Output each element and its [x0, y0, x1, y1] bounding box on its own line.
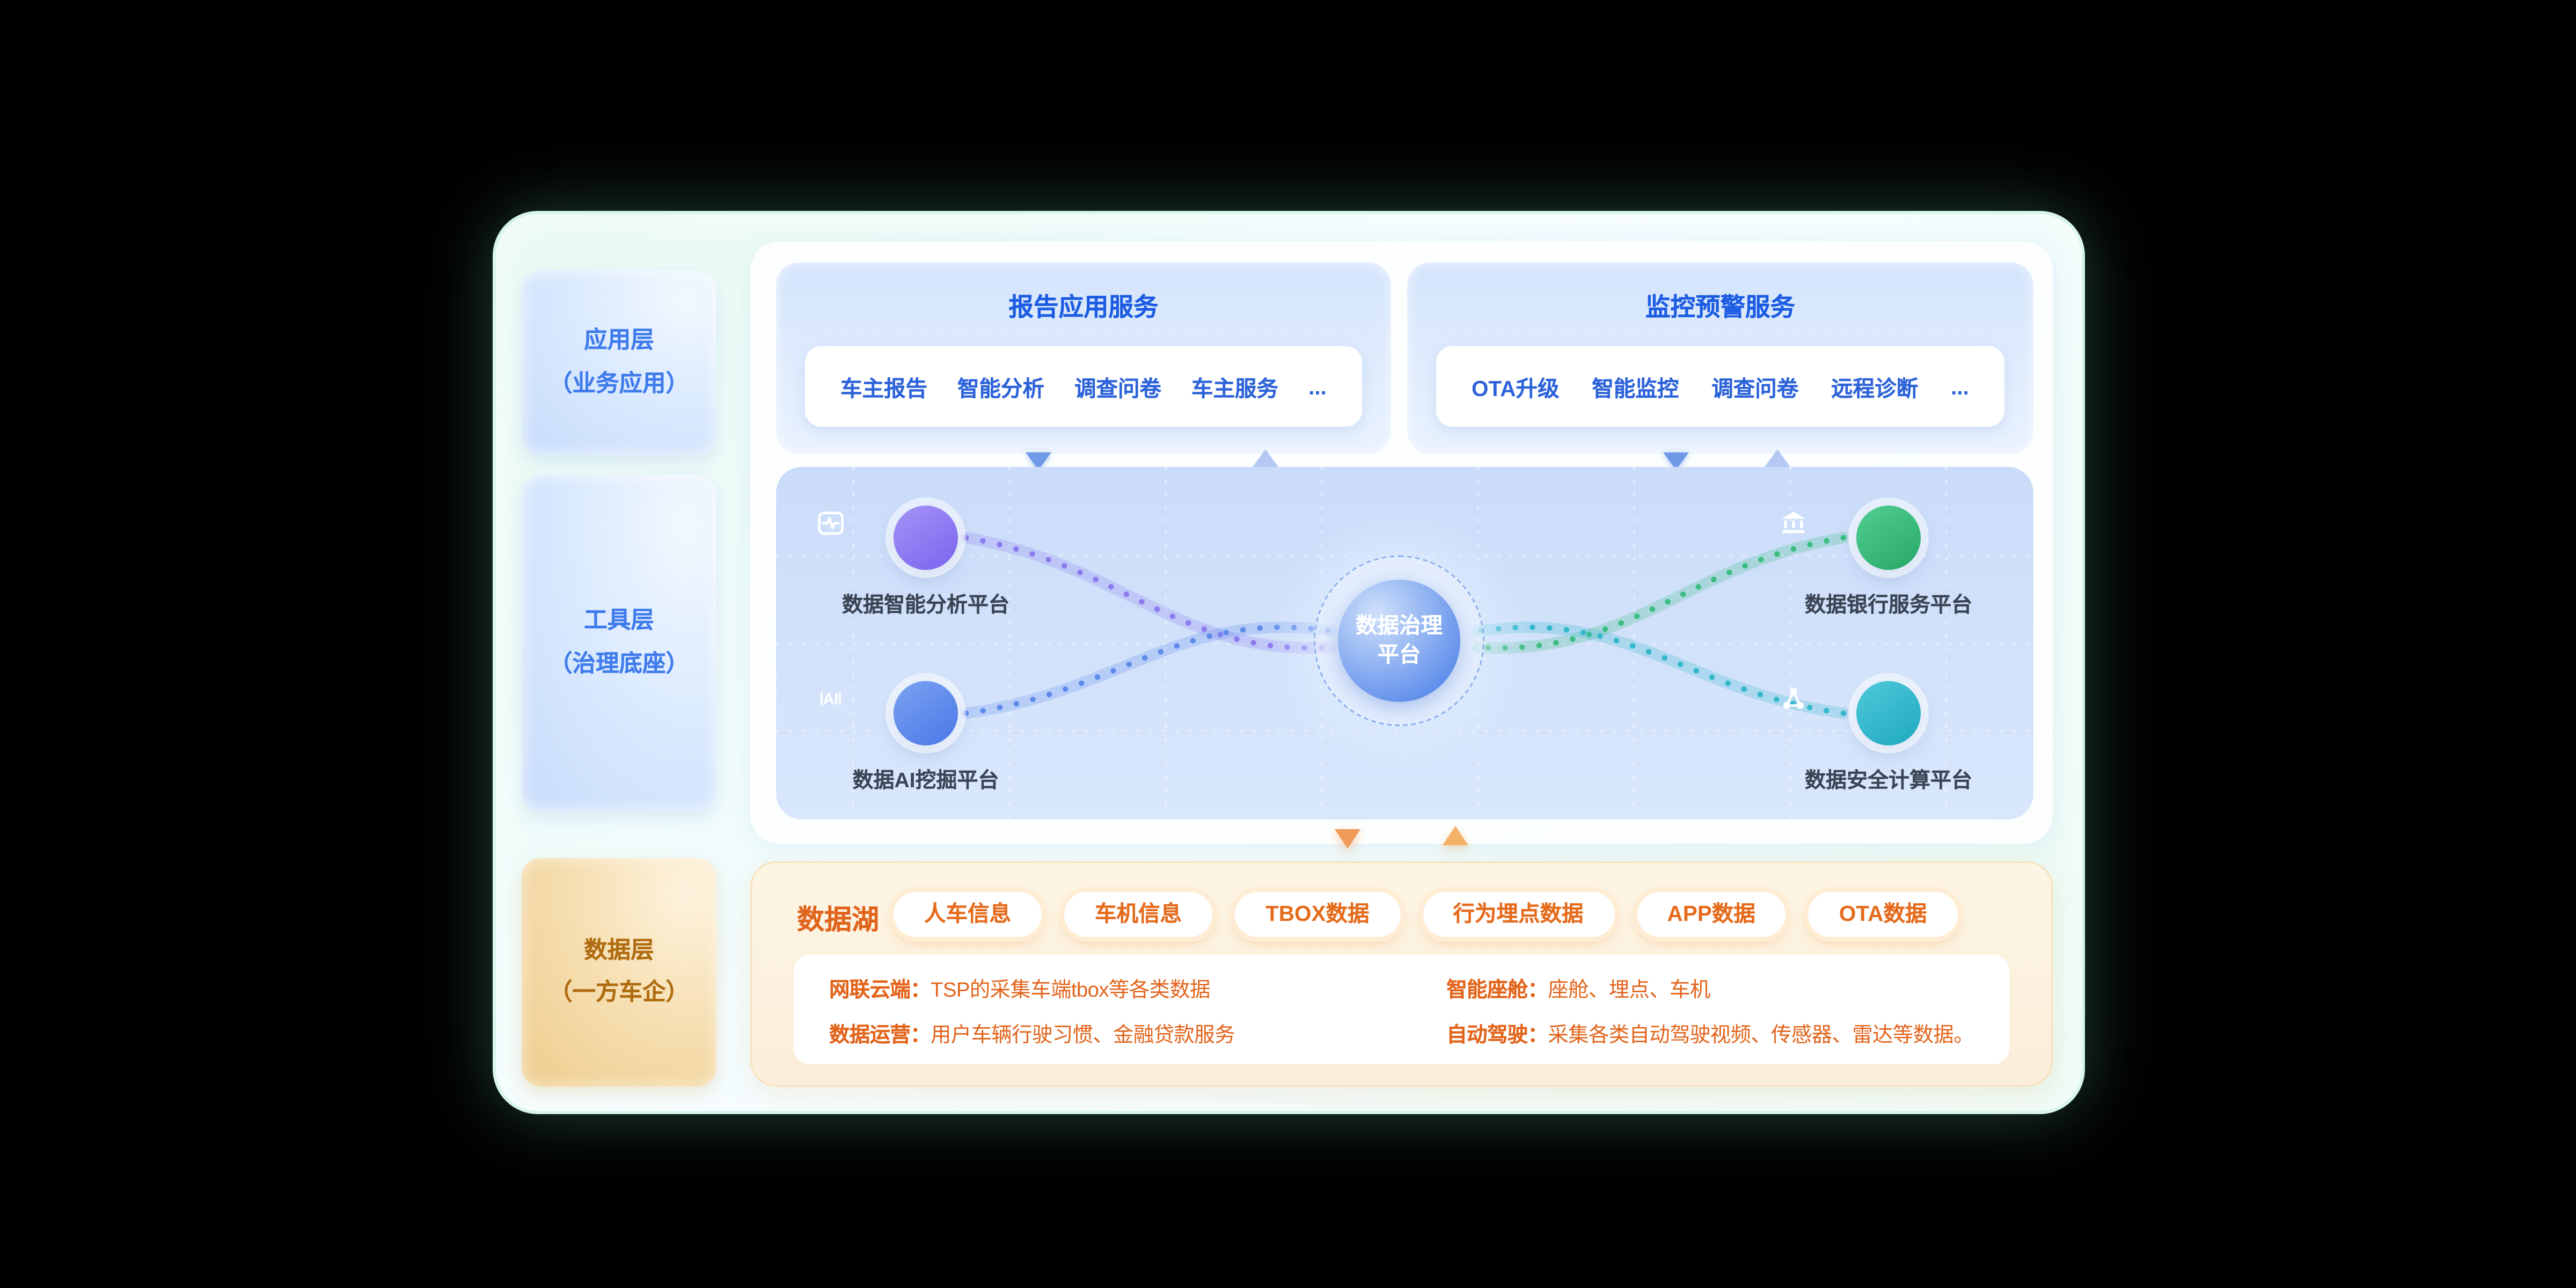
note-label: 智能座舱：: [1446, 976, 1548, 1001]
monitor-service-item: 远程诊断: [1831, 377, 1919, 401]
hub-title-line2: 平台: [1377, 642, 1421, 667]
report-services-card: 报告应用服务 车主报告 智能分析 调查问卷 车主服务 ...: [776, 262, 1391, 454]
application-layer-box: 应用层 （业务应用）: [522, 270, 716, 456]
note-text: 座舱、埋点、车机: [1548, 976, 1710, 1001]
data-lake-title: 数据湖: [797, 905, 879, 935]
monitor-service-item: 调查问卷: [1711, 377, 1799, 401]
note-text: TSP的采集车端tbox等各类数据: [931, 976, 1211, 1001]
note-line: 智能座舱：座舱、埋点、车机: [1446, 972, 1974, 1002]
application-layer-subtitle: （业务应用）: [549, 371, 689, 397]
monitor-service-item-more: ...: [1951, 374, 1969, 399]
application-layer-title: 应用层: [584, 329, 654, 355]
node-data-bank: 数据银行服务平台: [1776, 506, 2001, 618]
monitor-service-item: OTA升级: [1472, 377, 1560, 401]
data-layer-title: 数据层: [584, 938, 654, 964]
architecture-panel: 应用层 （业务应用） 工具层 （治理底座） 数据层 （一方车企） 报告应用服务 …: [493, 211, 2085, 1114]
monitor-service-item: 智能监控: [1592, 377, 1679, 401]
data-tag: 人车信息: [894, 891, 1042, 936]
node-label: 数据智能分析平台: [841, 592, 1009, 617]
report-service-item: 调查问卷: [1074, 377, 1162, 401]
note-text: 用户车辆行驶习惯、金融贷款服务: [931, 1021, 1235, 1046]
share-nodes-icon: [1783, 681, 1921, 745]
tool-layer-box: 工具层 （治理底座）: [522, 475, 716, 811]
data-layer-box: 数据层 （一方车企）: [522, 858, 716, 1087]
report-services-title: 报告应用服务: [1008, 295, 1159, 322]
data-layer-subtitle: （一方车企）: [549, 980, 689, 1006]
node-ai-mining: AI 数据AI挖掘平台: [813, 681, 1038, 794]
governance-network-panel: 数据治理 平台 数据智能分析平台 AI: [776, 467, 2033, 819]
flow-down-arrow-icon: [1335, 829, 1360, 848]
node-label: 数据AI挖掘平台: [852, 768, 999, 792]
monitor-services-card: 监控预警服务 OTA升级 智能监控 调查问卷 远程诊断 ...: [1407, 262, 2033, 454]
note-label: 网联云端：: [829, 976, 931, 1001]
note-text: 采集各类自动驾驶视频、传感器、雷达等数据。: [1548, 1021, 1974, 1046]
note-line: 自动驾驶：采集各类自动驾驶视频、传感器、雷达等数据。: [1446, 1017, 1974, 1048]
data-lake-panel: 数据湖 人车信息 车机信息 TBOX数据 行为埋点数据 APP数据 OTA数据 …: [750, 861, 2053, 1087]
data-lake-tags: 人车信息 车机信息 TBOX数据 行为埋点数据 APP数据 OTA数据: [894, 890, 2025, 937]
flow-up-arrow-icon: [1765, 449, 1790, 467]
note-line: 数据运营：用户车辆行驶习惯、金融贷款服务: [829, 1017, 1417, 1048]
node-label: 数据银行服务平台: [1804, 592, 1972, 617]
report-service-item: 车主报告: [840, 377, 927, 401]
node-label: 数据安全计算平台: [1804, 768, 1972, 792]
hub-title-line1: 数据治理: [1356, 613, 1443, 638]
report-service-item: 车主服务: [1191, 377, 1279, 401]
data-source-notes: 网联云端：TSP的采集车端tbox等各类数据 智能座舱：座舱、埋点、车机 数据运…: [794, 955, 2009, 1064]
report-service-item-more: ...: [1308, 374, 1327, 399]
bank-icon: [1782, 506, 1921, 570]
tool-layer-title: 工具层: [584, 609, 654, 635]
flow-up-arrow-icon: [1253, 449, 1278, 467]
svg-text:AI: AI: [823, 691, 839, 708]
data-tag: 行为埋点数据: [1422, 891, 1614, 936]
data-tag: 车机信息: [1064, 891, 1212, 936]
ai-icon: AI: [821, 681, 958, 745]
pulse-chart-icon: [818, 506, 958, 570]
note-label: 数据运营：: [829, 1021, 931, 1046]
data-tag: TBOX数据: [1235, 891, 1400, 936]
note-label: 自动驾驶：: [1446, 1021, 1548, 1046]
flow-up-arrow-icon: [1443, 826, 1468, 845]
governance-hub: 数据治理 平台: [1338, 580, 1460, 702]
tool-layer-subtitle: （治理底座）: [549, 651, 689, 677]
node-secure-computing: 数据安全计算平台: [1776, 681, 2001, 794]
monitor-services-title: 监控预警服务: [1645, 295, 1795, 322]
report-services-pill: 车主报告 智能分析 调查问卷 车主服务 ...: [805, 346, 1362, 427]
node-intelligent-analysis: 数据智能分析平台: [813, 506, 1038, 618]
note-line: 网联云端：TSP的采集车端tbox等各类数据: [829, 972, 1417, 1002]
data-tag: APP数据: [1636, 891, 1786, 936]
data-tag: OTA数据: [1808, 891, 1958, 936]
report-service-item: 智能分析: [957, 377, 1045, 401]
monitor-services-pill: OTA升级 智能监控 调查问卷 远程诊断 ...: [1436, 346, 2004, 427]
